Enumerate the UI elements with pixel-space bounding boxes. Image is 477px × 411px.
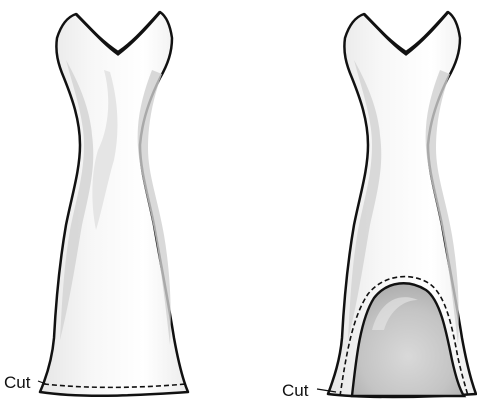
dress-left-body [40, 12, 188, 396]
dress-right [317, 12, 476, 397]
cut-label-right: Cut [282, 382, 308, 399]
cut-label-left: Cut [4, 374, 30, 391]
dress-left [38, 12, 188, 396]
